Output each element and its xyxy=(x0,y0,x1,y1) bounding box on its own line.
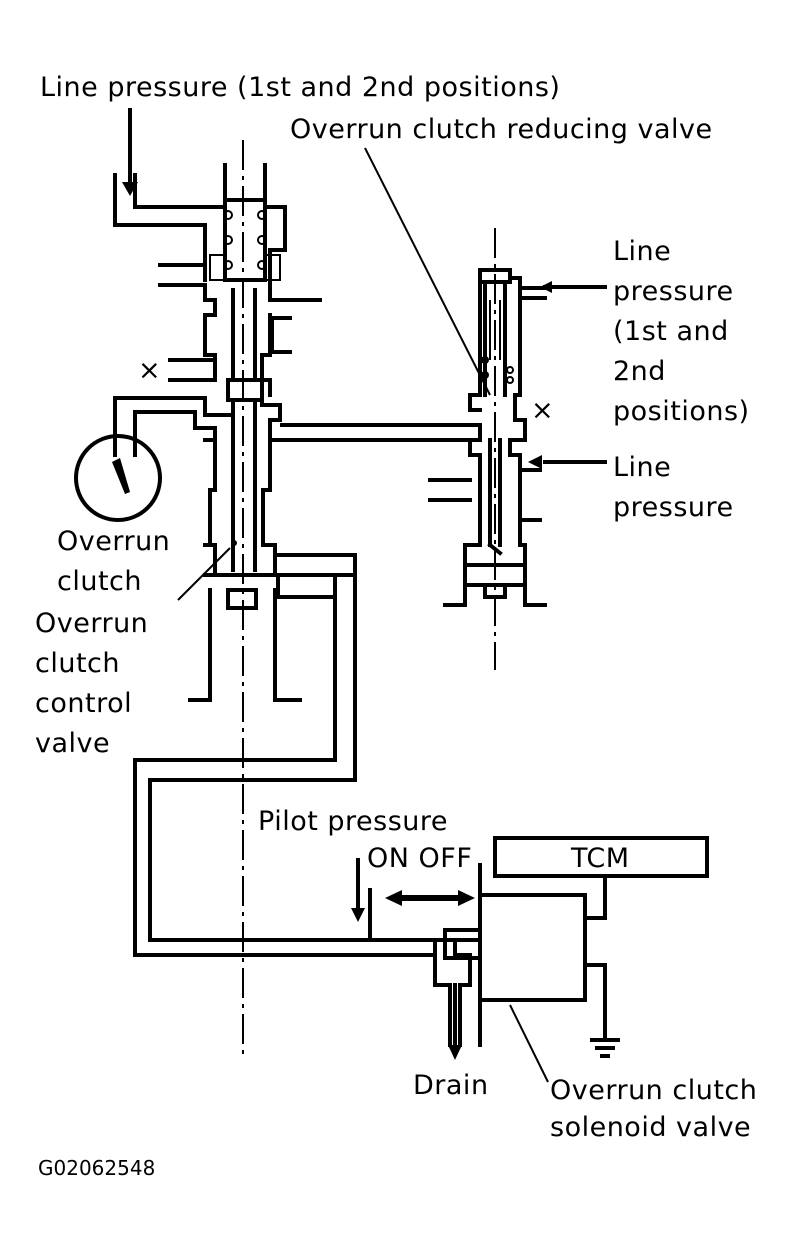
pressure-gauge xyxy=(74,434,162,522)
figure-code: G02062548 xyxy=(38,1156,156,1180)
control-valve-leader xyxy=(177,547,231,601)
tcm-label: TCM xyxy=(571,843,630,874)
line-pressure-right-label: Line pressure (1st and 2nd positions) xyxy=(613,236,750,427)
solenoid-valve xyxy=(351,858,587,1060)
control-valve-label: Overrun clutch control valve xyxy=(35,608,149,759)
on-off-label: ON OFF xyxy=(367,843,473,874)
reducing-valve-body xyxy=(428,228,607,670)
pilot-pressure-label: Pilot pressure xyxy=(258,806,449,837)
solenoid-valve-label: Overrun clutch solenoid valve xyxy=(550,1075,758,1143)
reducing-valve-label: Overrun clutch reducing valve xyxy=(290,114,713,145)
x-mark-right: × xyxy=(531,395,555,426)
drain-label: Drain xyxy=(413,1070,489,1101)
x-mark-left: × xyxy=(138,355,162,386)
line-pressure-right-label-2: Line pressure xyxy=(613,452,734,523)
overrun-clutch-label: Overrun clutch xyxy=(57,526,171,597)
line-pressure-top-label: Line pressure (1st and 2nd positions) xyxy=(40,72,561,103)
ground-symbol xyxy=(590,1038,620,1058)
tcm-box xyxy=(493,836,709,1042)
solenoid-leader xyxy=(509,1004,549,1083)
reducing-valve-leader xyxy=(364,147,491,396)
control-valve-body xyxy=(113,108,482,1055)
